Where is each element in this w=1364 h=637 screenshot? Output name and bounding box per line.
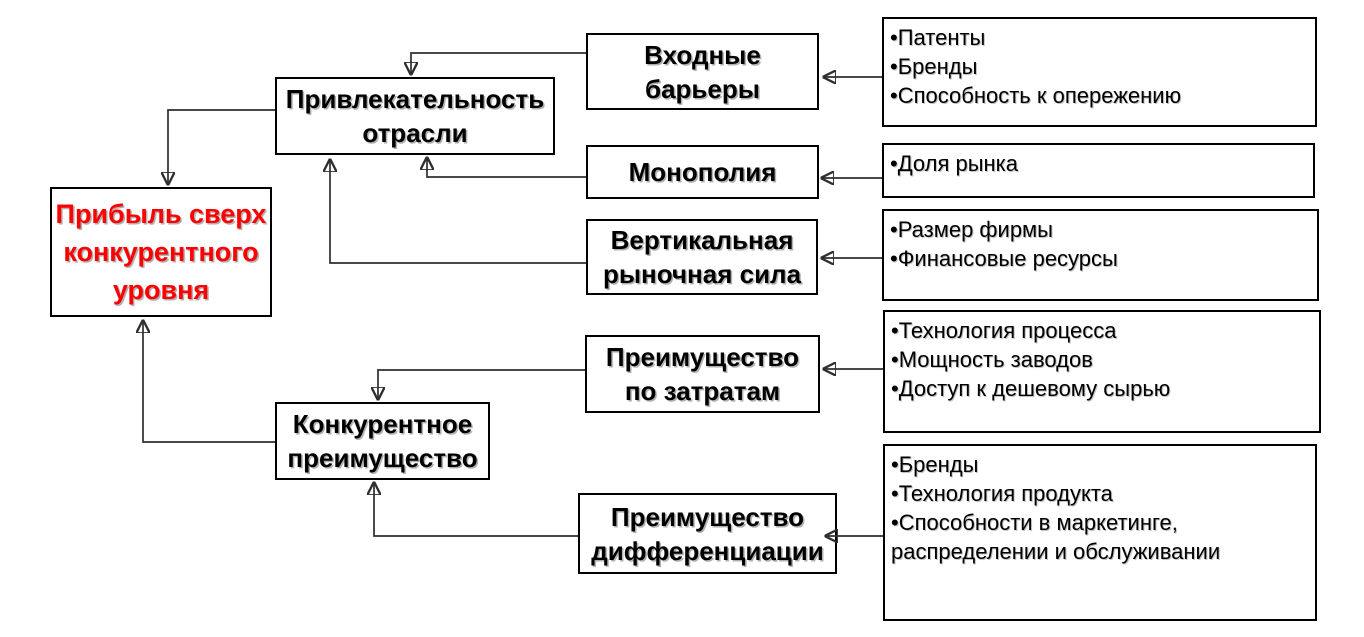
list-item: •Доля рынка (890, 151, 1019, 176)
arrow-vertical-power-to-industry (330, 160, 586, 264)
node-entry-barriers: Входные барьеры (586, 33, 819, 110)
factor-list-vertical-power: •Размер фирмы •Финансовые ресурсы (882, 209, 1319, 301)
list-item: •Способности в маркетинге, распределении… (891, 510, 1221, 564)
factor-list-monopoly: •Доля рынка (882, 143, 1315, 198)
list-item: •Бренды (891, 452, 979, 477)
node-label: Входные барьеры (644, 38, 761, 106)
label-line: барьеры (645, 73, 760, 104)
label-line: преимущество (287, 443, 478, 473)
list-item: •Технология процесса (891, 318, 1117, 343)
arrow-monopoly-to-industry (427, 158, 586, 178)
label-line: Входные (644, 39, 761, 70)
list-item: •Размер фирмы (890, 217, 1053, 242)
list-item: •Способность к опережению (890, 83, 1182, 108)
list-item: •Финансовые ресурсы (890, 246, 1118, 271)
list-item: •Бренды (890, 54, 978, 79)
label-line: Вертикальная (610, 225, 794, 255)
node-label: Прибыль сверх конкурентного уровня (56, 195, 267, 309)
label-line: уровня (112, 275, 210, 305)
label-line: отрасли (362, 118, 468, 148)
label-line: дифференциации (591, 535, 824, 566)
node-label: Конкурентное преимущество (287, 407, 477, 475)
list-item: •Доступ к дешевому сырью (891, 376, 1171, 401)
node-vertical-market-power: Вертикальная рыночная сила (586, 219, 818, 295)
arrow-cost-advantage-to-competitive (378, 369, 585, 399)
label-line: рыночная сила (602, 259, 802, 289)
label-line: Преимущество (610, 501, 805, 532)
label-line: Преимущество (605, 342, 800, 372)
label-line: Привлекательность (285, 84, 545, 114)
node-cost-advantage: Преимущество по затратам (585, 335, 820, 413)
label-line: Монополия (628, 157, 777, 187)
factor-list-cost-advantage: •Технология процесса •Мощность заводов •… (883, 310, 1321, 433)
label-line: по затратам (624, 376, 781, 406)
label-line: конкурентного (63, 237, 259, 267)
node-industry-attractiveness: Привлекательность отрасли (275, 77, 555, 155)
node-differentiation-advantage: Преимущество дифференциации (578, 493, 837, 574)
node-label: Преимущество по затратам (606, 340, 799, 408)
node-label: Преимущество дифференциации (591, 500, 824, 568)
arrow-differentiation-to-competitive (374, 483, 578, 537)
arrow-industry-to-profit (168, 109, 275, 184)
node-label: Вертикальная рыночная сила (603, 223, 801, 291)
node-monopoly: Монополия (586, 145, 819, 199)
label-line: Прибыль сверх (55, 199, 267, 229)
label-line: Конкурентное (292, 409, 473, 439)
arrow-competitive-to-profit (143, 321, 275, 443)
node-competitive-advantage: Конкурентное преимущество (275, 402, 490, 480)
list-item: •Технология продукта (891, 481, 1113, 506)
node-label: Привлекательность отрасли (286, 82, 544, 150)
arrow-entry-barriers-to-industry (411, 52, 586, 74)
node-profit-above-competitive-level: Прибыль сверх конкурентного уровня (50, 187, 272, 317)
factor-list-differentiation: •Бренды •Технология продукта •Способност… (883, 444, 1317, 621)
list-item: •Мощность заводов (891, 347, 1093, 372)
list-item: •Патенты (890, 25, 986, 50)
node-label: Монополия (629, 155, 777, 189)
factor-list-entry-barriers: •Патенты •Бренды •Способность к опережен… (882, 17, 1317, 127)
